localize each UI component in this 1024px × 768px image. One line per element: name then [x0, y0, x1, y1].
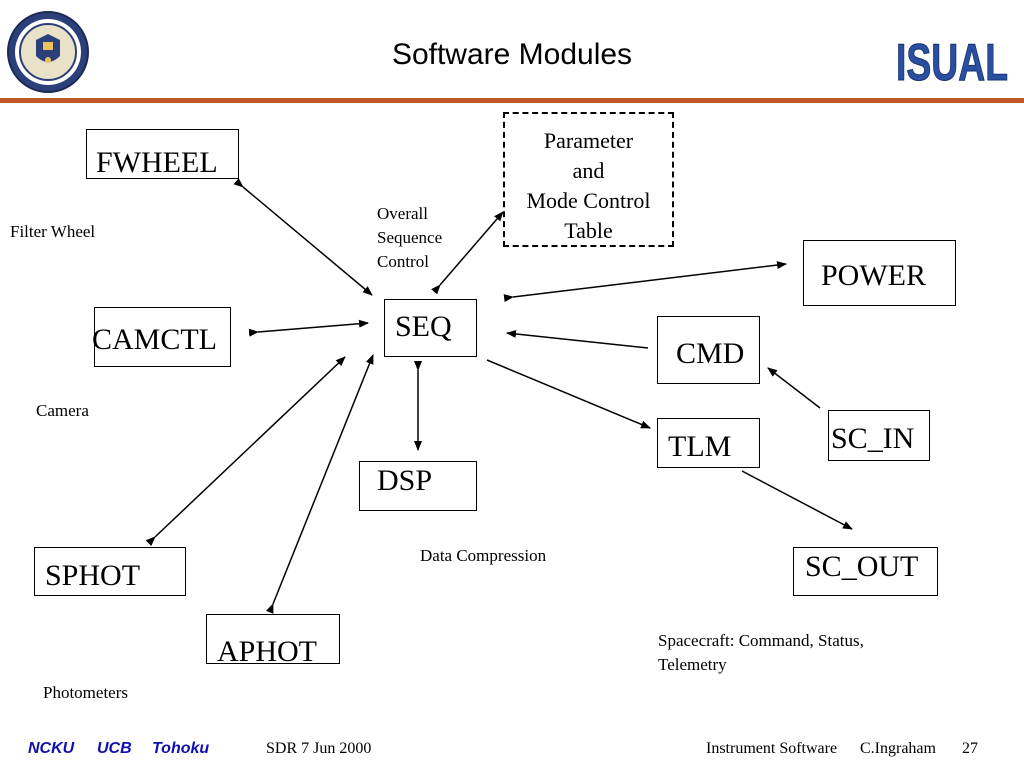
- module-dsp-label: DSP: [377, 464, 433, 497]
- module-seq-label: SEQ: [395, 310, 452, 343]
- footer-institution-tohoku: Tohoku: [152, 740, 210, 757]
- footer-date: SDR 7 Jun 2000: [266, 740, 372, 757]
- footer-institution-ncku: NCKU: [28, 740, 75, 757]
- module-camctl-label: CAMCTL: [92, 323, 218, 356]
- note-filter-wheel: Filter Wheel: [10, 222, 96, 241]
- isual-logo: ISUAL: [896, 34, 1009, 89]
- note-data-compression: Data Compression: [420, 546, 547, 565]
- module-power: POWER: [803, 240, 956, 306]
- note-spacecraft-line-1: Spacecraft: Command, Status,: [658, 631, 864, 650]
- note-spacecraft: Spacecraft: Command, Status, Telemetry: [658, 629, 864, 677]
- arrow-seq-power: [503, 261, 787, 303]
- module-aphot-label: APHOT: [217, 635, 318, 668]
- module-fwheel-label: FWHEEL: [96, 146, 218, 179]
- module-sc-out: SC_OUT: [793, 547, 938, 596]
- note-overall-sequence-line-1: Overall: [377, 204, 428, 223]
- module-seq: SEQ: [384, 299, 477, 357]
- arrow-aphot-seq: [265, 354, 374, 614]
- module-fwheel: FWHEEL: [86, 129, 239, 179]
- footer-course: Instrument Software: [706, 740, 838, 757]
- parameter-table-line-3: Mode Control: [526, 188, 651, 213]
- arrow-cmd-seq: [506, 329, 649, 349]
- parameter-table-line-1: Parameter: [543, 128, 634, 153]
- footer-page-number: 27: [962, 740, 978, 757]
- slide-title: Software Modules: [391, 38, 633, 71]
- footer-author: C.Ingraham: [860, 740, 936, 757]
- isual-logo-text: ISUAL: [896, 34, 1008, 88]
- module-sc-out-label: SC_OUT: [805, 550, 919, 583]
- note-overall-sequence-line-2: Sequence: [377, 228, 443, 247]
- module-sc-in-label: SC_IN: [831, 422, 915, 455]
- module-camctl: CAMCTL: [92, 307, 231, 367]
- note-photometers: Photometers: [43, 683, 128, 702]
- university-seal-logo: [7, 11, 89, 93]
- arrow-seq-tlm: [486, 359, 651, 429]
- header-rule: [0, 98, 1024, 103]
- note-camera: Camera: [36, 401, 89, 420]
- arrow-sphot-seq: [145, 356, 346, 547]
- module-power-label: POWER: [821, 259, 926, 292]
- note-overall-sequence: Overall Sequence Control: [377, 202, 442, 274]
- module-dsp: DSP: [359, 461, 477, 511]
- footer-institution-ucb: UCB: [97, 740, 132, 757]
- module-cmd: CMD: [657, 316, 760, 384]
- parameter-table-line-4: Table: [564, 218, 613, 243]
- arrow-seq-param-table: [431, 211, 504, 295]
- note-spacecraft-line-2: Telemetry: [658, 655, 727, 674]
- module-tlm-label: TLM: [668, 430, 732, 463]
- note-overall-sequence-line-3: Control: [377, 252, 429, 271]
- module-sc-in: SC_IN: [828, 410, 930, 461]
- module-sphot: SPHOT: [34, 547, 186, 596]
- module-sphot-label: SPHOT: [45, 559, 141, 592]
- arrow-camctl-seq: [248, 319, 369, 337]
- parameter-table-box: Parameter and Mode Control Table: [503, 112, 674, 247]
- arrow-fwheel-seq: [233, 178, 373, 296]
- module-tlm: TLM: [657, 418, 760, 468]
- arrow-tlm-scout: [741, 470, 853, 530]
- arrow-scin-cmd: [767, 367, 821, 409]
- module-cmd-label: CMD: [676, 337, 745, 370]
- module-aphot: APHOT: [206, 614, 340, 668]
- parameter-table-line-2: and: [572, 158, 605, 183]
